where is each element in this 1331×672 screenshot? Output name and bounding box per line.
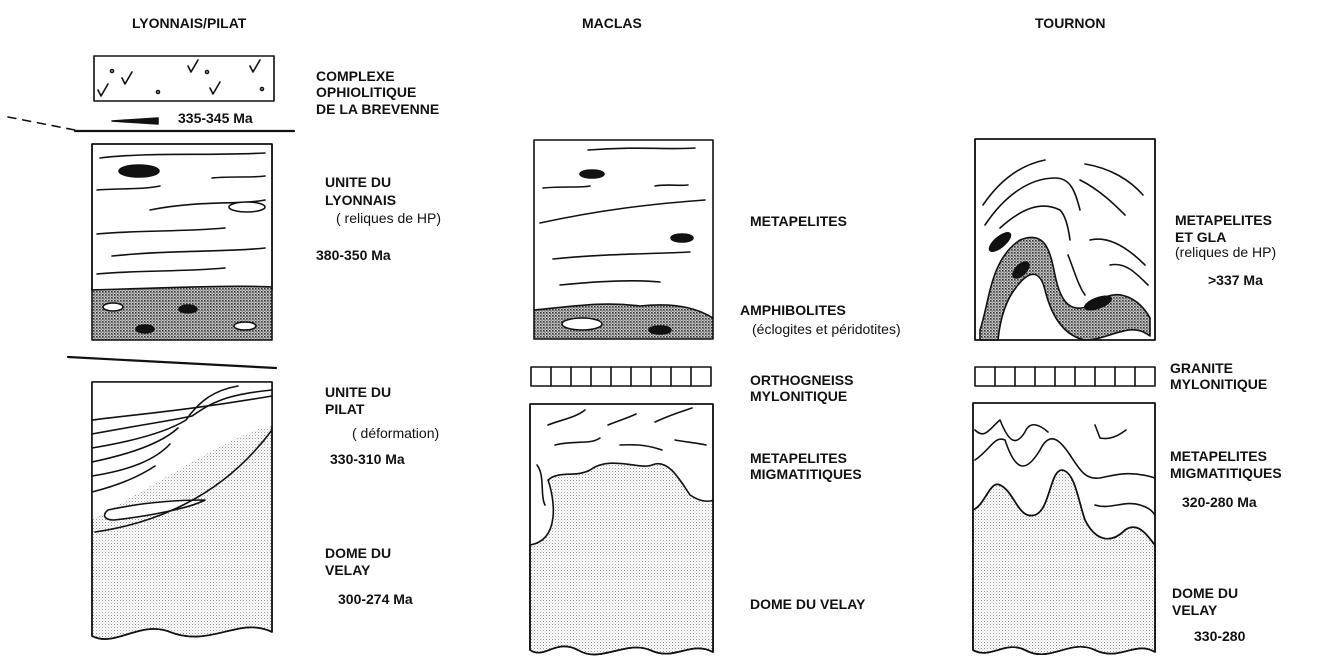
label-velay-dome-age: 300-274 Ma xyxy=(338,591,413,607)
label-pilat-note: ( déformation) xyxy=(352,425,439,441)
label-maclas-metapelites: METAPELITES xyxy=(750,213,847,229)
label-tournon-migmatite-line1: METAPELITES xyxy=(1170,448,1267,464)
label-tournon-velay-dome-age: 330-280 xyxy=(1194,628,1245,644)
label-lyonnais-age: 380-350 Ma xyxy=(316,247,391,263)
tournon-metapelites-box xyxy=(975,139,1155,340)
lyonnais-unit-box xyxy=(92,144,272,340)
label-maclas-orthogneiss-line2: MYLONITIQUE xyxy=(750,388,847,404)
tournon-migmatite-dome-box xyxy=(973,403,1155,654)
ophiolite-complex-box xyxy=(94,56,274,101)
label-maclas-velay-dome: DOME DU VELAY xyxy=(750,596,865,612)
label-ophiolite-age: 335-345 Ma xyxy=(178,110,253,126)
label-ophiolite-line1: COMPLEXE xyxy=(316,68,395,84)
thrust-arrow xyxy=(112,118,158,124)
thrust-dashed-line xyxy=(8,117,80,131)
header-maclas: MACLAS xyxy=(582,15,642,31)
label-tournon-migmatite-line2: MIGMATITIQUES xyxy=(1170,465,1282,481)
label-ophiolite-line2: OPHIOLITIQUE xyxy=(316,84,416,100)
label-tournon-granite-line2: MYLONITIQUE xyxy=(1170,376,1267,392)
label-ophiolite-line3: DE LA BREVENNE xyxy=(316,101,439,117)
label-tournon-velay-dome-line2: VELAY xyxy=(1172,602,1217,618)
label-pilat-line2: PILAT xyxy=(325,401,364,417)
label-maclas-orthogneiss-line1: ORTHOGNEISS xyxy=(750,372,853,388)
label-maclas-amphibolites-note: (éclogites et péridotites) xyxy=(752,321,901,337)
maclas-metapelites-box xyxy=(534,140,713,339)
header-lyonnais-pilat: LYONNAIS/PILAT xyxy=(132,15,246,31)
label-pilat-line1: UNITE DU xyxy=(325,384,391,400)
header-tournon: TOURNON xyxy=(1035,15,1106,31)
label-tournon-metapelites-line2: ET GLA xyxy=(1175,229,1226,245)
label-maclas-migmatite-line2: MIGMATITIQUES xyxy=(750,466,862,482)
pilat-unit-box xyxy=(92,382,272,639)
label-maclas-migmatite-line1: METAPELITES xyxy=(750,450,847,466)
label-tournon-granite-line1: GRANITE xyxy=(1170,360,1233,376)
label-tournon-velay-dome-line1: DOME DU xyxy=(1172,585,1238,601)
label-pilat-age: 330-310 Ma xyxy=(330,451,405,467)
label-lyonnais-line2: LYONNAIS xyxy=(325,192,396,208)
label-lyonnais-note: ( reliques de HP) xyxy=(336,210,441,226)
label-maclas-amphibolites: AMPHIBOLITES xyxy=(740,302,846,318)
label-tournon-metapelites-line1: METAPELITES xyxy=(1175,212,1272,228)
label-tournon-migmatite-age: 320-280 Ma xyxy=(1182,494,1257,510)
label-tournon-metapelites-age: >337 Ma xyxy=(1208,272,1263,288)
label-lyonnais-line1: UNITE DU xyxy=(325,174,391,190)
thrust-line-lower xyxy=(68,357,276,368)
tournon-granite-bar xyxy=(975,367,1155,386)
label-tournon-metapelites-note: (reliques de HP) xyxy=(1175,244,1276,260)
maclas-migmatite-dome-box xyxy=(530,404,713,655)
label-velay-dome-line2: VELAY xyxy=(325,562,370,578)
maclas-orthogneiss-bar xyxy=(531,367,711,386)
label-velay-dome-line1: DOME DU xyxy=(325,545,391,561)
